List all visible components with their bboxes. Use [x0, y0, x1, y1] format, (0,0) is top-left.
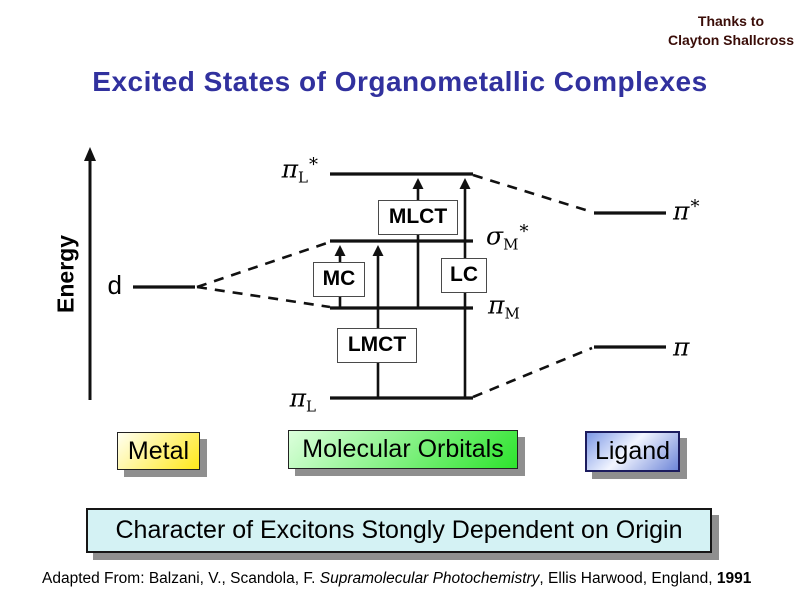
transition-arrowhead-lmct [372, 245, 384, 256]
ligand-category-label: Ligand [594, 437, 671, 465]
molecular-orbitals-category-box: Molecular Orbitals [288, 430, 518, 469]
transition-arrowhead-mlct [412, 178, 424, 189]
transition-arrowhead-lc [459, 178, 471, 189]
transition-box-mc: MC [313, 261, 365, 297]
orbital-label-pi-star: π* [673, 196, 700, 226]
correlation-dash-pi-L-to-pi [472, 346, 593, 399]
transition-box-mlct: MLCT [378, 199, 458, 235]
orbital-label-d: d [107, 270, 122, 300]
orbital-label-pi: π [673, 332, 690, 362]
citation-part-italic: Supramolecular Photochemistry [319, 570, 540, 587]
citation-part-bold: 1991 [716, 570, 752, 587]
correlation-dash-pi-L-star-to-pi-star [472, 173, 593, 214]
orbital-label-pi-M: πM [488, 290, 520, 323]
ligand-category-box: Ligand [585, 431, 680, 472]
correlation-dash-d-to-sigma-M-star [196, 240, 331, 289]
transition-box-lmct: LMCT [337, 327, 417, 363]
citation-part-normal: Adapted From: Balzani, V., Scandola, F. [42, 570, 320, 587]
citation-part-normal: , Ellis Harwood, England, [539, 570, 717, 587]
credit-line-1: Thanks to [697, 13, 765, 29]
banner-text: Character of Excitons Stongly Dependent … [115, 516, 683, 544]
metal-category-label: Metal [127, 436, 190, 465]
orbital-label-pi-L: πL [289, 383, 316, 416]
slide-title: Excited States of Organometallic Complex… [92, 66, 708, 97]
correlation-dash-d-to-pi-M [196, 285, 331, 309]
energy-axis-label: Energy [52, 235, 79, 313]
orbital-label-sigma-M-star: σM* [486, 221, 529, 254]
credit-note: Thanks to Clayton Shallcross [668, 12, 794, 50]
molecular-orbitals-category-label: Molecular Orbitals [302, 435, 504, 463]
citation: Adapted From: Balzani, V., Scandola, F. … [42, 570, 751, 588]
energy-axis-arrowhead [84, 147, 96, 161]
metal-category-box: Metal [117, 432, 200, 470]
banner-box: Character of Excitons Stongly Dependent … [86, 508, 712, 553]
credit-line-2: Clayton Shallcross [667, 31, 794, 48]
transition-box-lc: LC [441, 257, 487, 293]
orbital-label-pi-L-star: πL* [281, 154, 318, 187]
transition-arrowhead-mc [334, 245, 346, 256]
